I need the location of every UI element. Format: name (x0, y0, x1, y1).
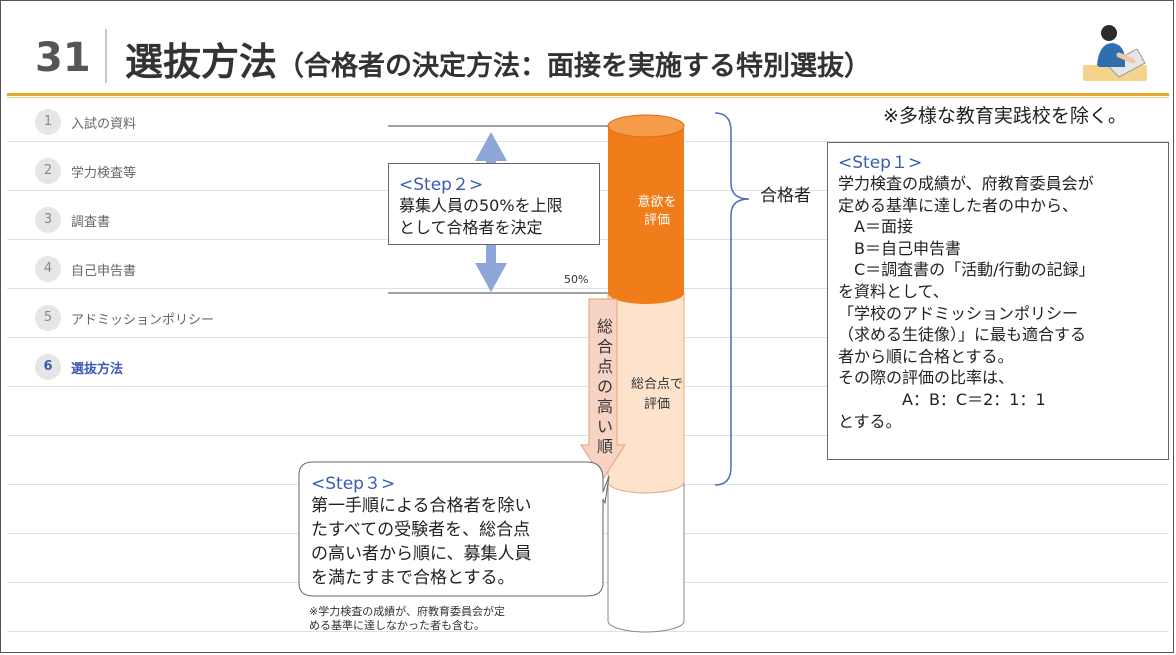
ruled-line (7, 337, 1169, 338)
nav-label: 学力検査等 (71, 166, 137, 181)
nav-label: 入試の資料 (71, 117, 137, 132)
footnote: ※学力検査の成績が、府教育委員会が定 める基準に達しなかった者も含む。 (309, 605, 505, 632)
cylinder-white-section (607, 476, 685, 633)
step1-text: 学力検査の成績が、府教育委員会が 定める基準に達した者の中から、 A＝面接 B＝… (838, 174, 1095, 431)
cylinder-light-section (607, 292, 685, 494)
ruled-line (7, 631, 1169, 632)
cylinder-top (607, 114, 685, 138)
ruled-line (7, 288, 1169, 289)
motivation-label: 意欲を 評価 (637, 195, 677, 228)
step2-text: 募集人員の50%を上限 として合格者を決定 (399, 196, 563, 237)
step3-text: 第一手順による合格者を除い たすべての受験者を、総合点 の高い者から順に、募集人… (311, 496, 532, 588)
nav-label: アドミッションポリシー (71, 313, 215, 328)
nav-item-2[interactable]: 2 学力検査等 (35, 158, 275, 184)
person-writing-icon (1083, 25, 1147, 81)
nav-number: 5 (35, 305, 61, 331)
nav-label: 選抜方法 (71, 362, 124, 377)
exclusion-note: ※多様な教育実践校を除く。 (883, 105, 1127, 127)
title-main: 選抜方法 (125, 40, 278, 84)
nav-number: 6 (35, 354, 61, 380)
ranking-down-arrow (580, 298, 626, 480)
step1-box: <Step１> 学力検査の成績が、府教育委員会が 定める基準に達した者の中から、… (827, 142, 1169, 460)
header-separator (105, 29, 107, 83)
nav-item-6[interactable]: 6 選抜方法 (35, 354, 275, 380)
slide-number: 31 (35, 35, 91, 81)
percent-label: 50% (564, 273, 589, 286)
header-underline-thin (7, 97, 1169, 98)
ruled-line (7, 386, 1169, 387)
header-underline (7, 93, 1169, 96)
step3-bubble-outline (298, 461, 610, 597)
cylinder (607, 114, 685, 633)
step2-box: <Step２> 募集人員の50%を上限 として合格者を決定 (388, 163, 600, 245)
nav-item-3[interactable]: 3 調査書 (35, 207, 275, 233)
nav-item-5[interactable]: 5 アドミッションポリシー (35, 305, 275, 331)
slide-title: 選抜方法（合格者の決定方法：面接を実施する特別選抜） (125, 31, 871, 86)
nav-label: 自己申告書 (71, 264, 137, 279)
ruled-line (7, 435, 1169, 436)
nav-number: 4 (35, 256, 61, 282)
pass-label: 合格者 (760, 186, 811, 206)
step3-title: <Step３> (311, 474, 396, 494)
ranking-arrow-text: 総合点の高い順 (596, 317, 613, 456)
nav-number: 3 (35, 207, 61, 233)
total-score-label: 総合点で 評価 (630, 377, 683, 412)
nav-item-1[interactable]: 1 入試の資料 (35, 109, 275, 135)
nav-number: 1 (35, 109, 61, 135)
nav-item-4[interactable]: 4 自己申告書 (35, 256, 275, 282)
step1-title: <Step１> (838, 153, 923, 173)
nav-label: 調査書 (71, 215, 111, 230)
step2-title: <Step２> (399, 175, 484, 195)
pass-group-brace (714, 112, 750, 486)
cylinder-orange-section (608, 126, 684, 304)
ruled-line (7, 141, 1169, 142)
step3-box: <Step３> 第一手順による合格者を除い たすべての受験者を、総合点 の高い者… (311, 469, 601, 590)
title-subtitle: （合格者の決定方法：面接を実施する特別選抜） (277, 51, 872, 82)
nav-number: 2 (35, 158, 61, 184)
